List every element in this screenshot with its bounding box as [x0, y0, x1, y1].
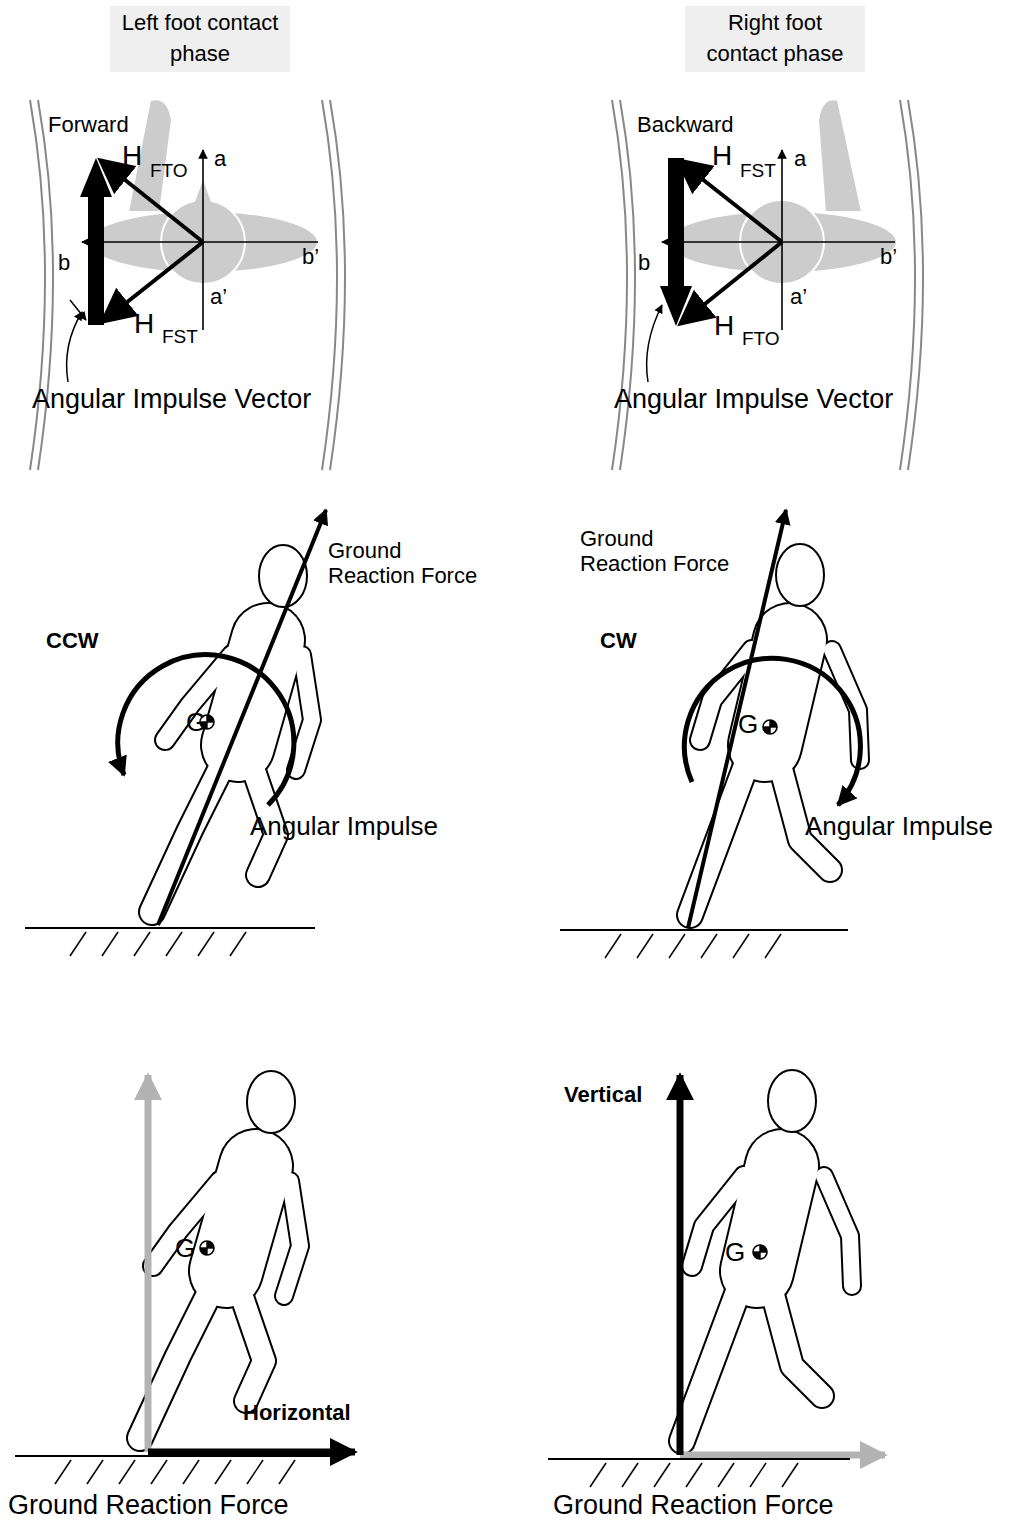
cog-label: G — [725, 1238, 745, 1268]
ground-hatch — [765, 934, 781, 958]
ground-hatch — [183, 1460, 199, 1484]
vector-subscript: FTO — [742, 328, 780, 350]
axis-label: a — [794, 146, 806, 171]
impulse-label: Angular Impulse — [250, 812, 438, 842]
ground-hatch — [701, 934, 717, 958]
phase-header: Left foot contact phase — [110, 6, 290, 72]
rotation-label: CW — [600, 628, 637, 653]
ground-hatch — [215, 1460, 231, 1484]
figure-label: Ground Reaction Force — [8, 1490, 289, 1521]
ground-hatch — [151, 1460, 167, 1484]
ground-hatch — [119, 1460, 135, 1484]
figure-label: Angular Impulse Vector — [614, 384, 893, 415]
top-view-left — [30, 99, 345, 470]
figure-label: Angular Impulse Vector — [32, 384, 311, 415]
direction-label: Forward — [48, 112, 129, 137]
component-label: Vertical — [564, 1082, 642, 1107]
impulse-label: Angular Impulse — [805, 812, 993, 842]
axis-label: b — [58, 250, 70, 275]
ground-hatch — [733, 934, 749, 958]
runner-vertical — [548, 1070, 885, 1487]
cog-label: G — [175, 1234, 195, 1264]
axis-label: b’ — [302, 244, 319, 269]
ground-hatch — [686, 1463, 702, 1487]
ground-hatch — [590, 1463, 606, 1487]
figure-label: Ground Reaction Force — [553, 1490, 834, 1521]
force-label: Ground Reaction Force — [580, 526, 740, 577]
cog-label: G — [186, 708, 206, 738]
ground-hatch — [70, 932, 86, 956]
direction-label: Backward — [637, 112, 734, 137]
vector-symbol: H — [122, 140, 142, 172]
ground-hatch — [279, 1460, 295, 1484]
ground-hatch — [750, 1463, 766, 1487]
ground-hatch — [87, 1460, 103, 1484]
ground-hatch — [782, 1463, 798, 1487]
vector-subscript: FST — [740, 160, 776, 182]
force-label: Ground Reaction Force — [328, 538, 488, 589]
ground-hatch — [247, 1460, 263, 1484]
axis-label: a’ — [790, 284, 807, 309]
axis-label: a’ — [210, 284, 227, 309]
top-view-right — [612, 99, 923, 470]
axis-label: b — [638, 250, 650, 275]
ground-hatch — [166, 932, 182, 956]
component-label: Horizontal — [243, 1400, 351, 1425]
axis-label: a — [214, 146, 226, 171]
rotation-label: CCW — [46, 628, 99, 653]
ground-hatch — [669, 934, 685, 958]
header-text: Left foot contact phase — [118, 8, 282, 70]
ground-hatch — [134, 932, 150, 956]
ground-hatch — [605, 934, 621, 958]
ground-hatch — [637, 934, 653, 958]
vector-symbol: H — [134, 308, 154, 340]
axis-label: b’ — [880, 244, 897, 269]
phase-header: Right foot contact phase — [685, 6, 865, 72]
cog-label: G — [738, 710, 758, 740]
ground-hatch — [718, 1463, 734, 1487]
runner-horizontal — [15, 1071, 355, 1484]
ground-hatch — [622, 1463, 638, 1487]
header-text: Right foot contact phase — [693, 8, 857, 70]
vector-subscript: FST — [162, 326, 198, 348]
runner-cw — [560, 510, 860, 958]
ground-hatch — [198, 932, 214, 956]
ground-hatch — [230, 932, 246, 956]
runner-ccw — [25, 510, 326, 956]
vector-subscript: FTO — [150, 160, 188, 182]
vector-symbol: H — [714, 310, 734, 342]
vector-symbol: H — [712, 140, 732, 172]
ground-hatch — [102, 932, 118, 956]
ground-hatch — [55, 1460, 71, 1484]
ground-hatch — [654, 1463, 670, 1487]
